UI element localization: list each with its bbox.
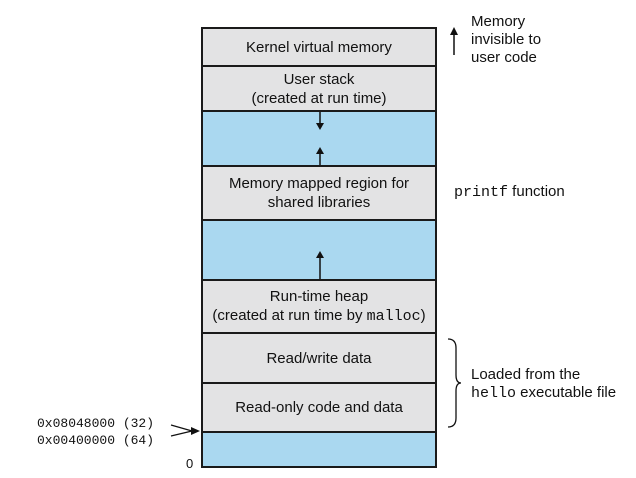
- memory-mapped-region-segment: Memory mapped region for shared librarie…: [201, 165, 437, 221]
- address-zero: 0: [186, 456, 194, 471]
- read-write-data-segment: Read/write data: [201, 332, 437, 384]
- address-64bit: 0x00400000 (64): [37, 433, 155, 448]
- address-pointer-arrow: [170, 424, 200, 437]
- printf-code: printf: [454, 184, 509, 201]
- low-unused-region: [201, 431, 437, 468]
- user-stack-sublabel: (created at run time): [251, 89, 387, 107]
- heap-gap-region: [201, 219, 437, 281]
- ro-code-label: Read-only code and data: [235, 399, 403, 416]
- user-stack-segment: User stack (created at run time): [201, 65, 437, 112]
- printf-function-note: printf function: [454, 183, 565, 201]
- user-stack-label: User stack: [283, 70, 355, 88]
- malloc-code: malloc: [366, 308, 421, 325]
- hello-code: hello: [471, 385, 517, 402]
- mmap-label-line1: Memory mapped region for: [228, 175, 410, 192]
- kernel-visibility-note: Memory invisible to user code: [471, 13, 542, 66]
- stack-growth-down-arrow: [316, 112, 324, 130]
- up-arrow-icon: [450, 27, 458, 55]
- rw-data-label: Read/write data: [266, 349, 372, 367]
- kernel-virtual-memory-segment: Kernel virtual memory: [201, 27, 437, 67]
- heap-growth-up-arrow: [316, 251, 324, 279]
- mmap-label-line2: shared libraries: [267, 194, 371, 211]
- read-only-code-segment: Read-only code and data: [201, 382, 437, 433]
- heap-sublabel: (created at run time by malloc): [212, 307, 426, 325]
- run-time-heap-segment: Run-time heap (created at run time by ma…: [201, 279, 437, 334]
- kernel-label: Kernel virtual memory: [246, 38, 392, 56]
- heap-label: Run-time heap: [269, 288, 369, 305]
- address-32bit: 0x08048000 (32): [37, 416, 155, 431]
- loaded-brace-icon: [447, 338, 462, 428]
- loaded-from-executable-note: Loaded from the hello executable file: [471, 366, 617, 402]
- mmap-growth-up-arrow: [316, 147, 324, 165]
